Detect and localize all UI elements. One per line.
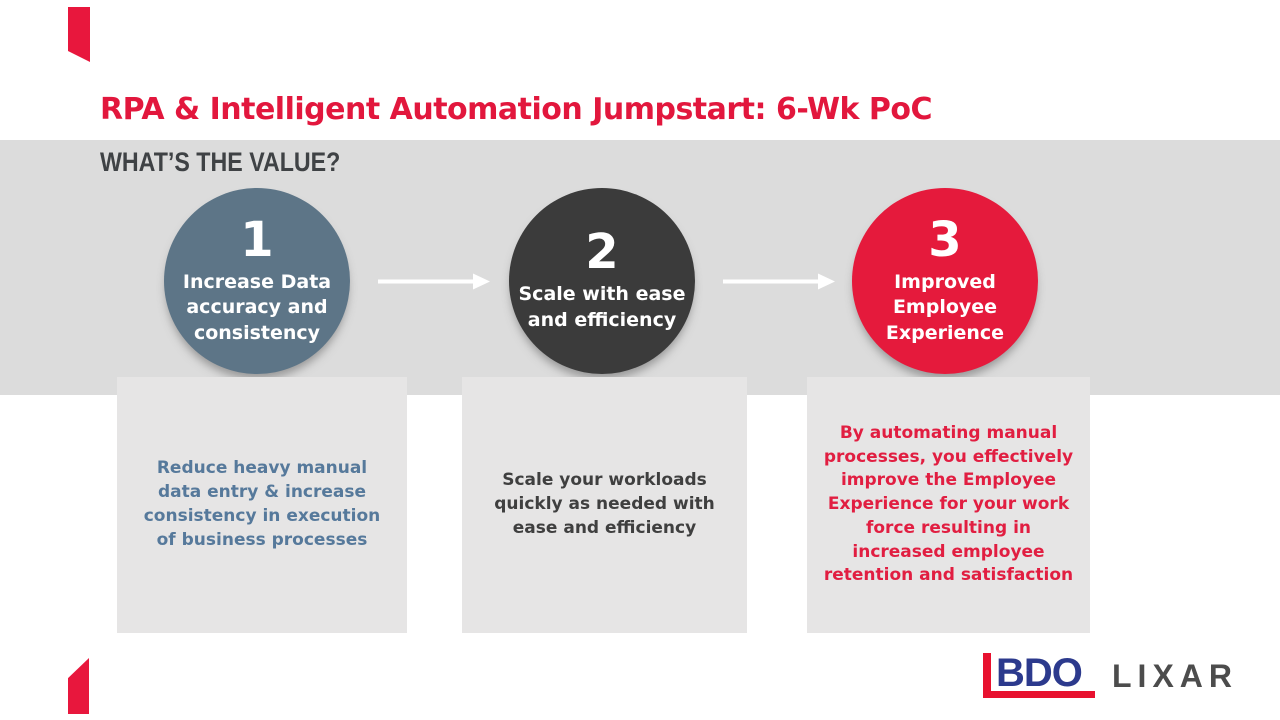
red-ribbon-bottom-left-icon (68, 658, 89, 714)
bdo-logo-text: BDO (996, 650, 1083, 695)
bdo-logo: BDO (983, 652, 1095, 698)
step-circle-2: 2 Scale with ease and efficiency (509, 188, 695, 374)
step-detail-text: Reduce heavy manual data entry & increas… (143, 458, 381, 550)
lixar-logo: LIXAR (1112, 658, 1238, 694)
step-circle-1: 1 Increase Data accuracy and consistency (164, 188, 350, 374)
arrow-right-icon (378, 273, 490, 290)
step-circle-label: Improved Employee Experience (885, 270, 1005, 344)
step-circle-label: Increase Data accuracy and consistency (182, 270, 332, 344)
section-heading: WHAT’S THE VALUE? (100, 147, 379, 178)
bdo-logo-red-bar (983, 653, 991, 691)
step-detail-text: Scale your workloads quickly as needed w… (494, 470, 715, 538)
section-heading-text: WHAT’S THE VALUE? (100, 147, 341, 177)
step-detail-box-1: Reduce heavy manual data entry & increas… (117, 377, 407, 633)
arrow-right-icon (723, 273, 835, 290)
bdo-logo-red-underline (983, 691, 1095, 698)
step-detail-box-2: Scale your workloads quickly as needed w… (462, 377, 747, 633)
step-circle-label: Scale with ease and efficiency (518, 283, 686, 331)
step-number: 2 (585, 224, 619, 281)
step-number: 3 (928, 211, 962, 268)
step-detail-box-3: By automating manual processes, you effe… (807, 377, 1090, 633)
step-number: 1 (240, 211, 274, 268)
slide-title: RPA & Intelligent Automation Jumpstart: … (100, 92, 933, 127)
red-ribbon-top-left-icon (68, 7, 90, 62)
step-detail-text: By automating manual processes, you effe… (823, 422, 1074, 586)
step-circle-3: 3 Improved Employee Experience (852, 188, 1038, 374)
